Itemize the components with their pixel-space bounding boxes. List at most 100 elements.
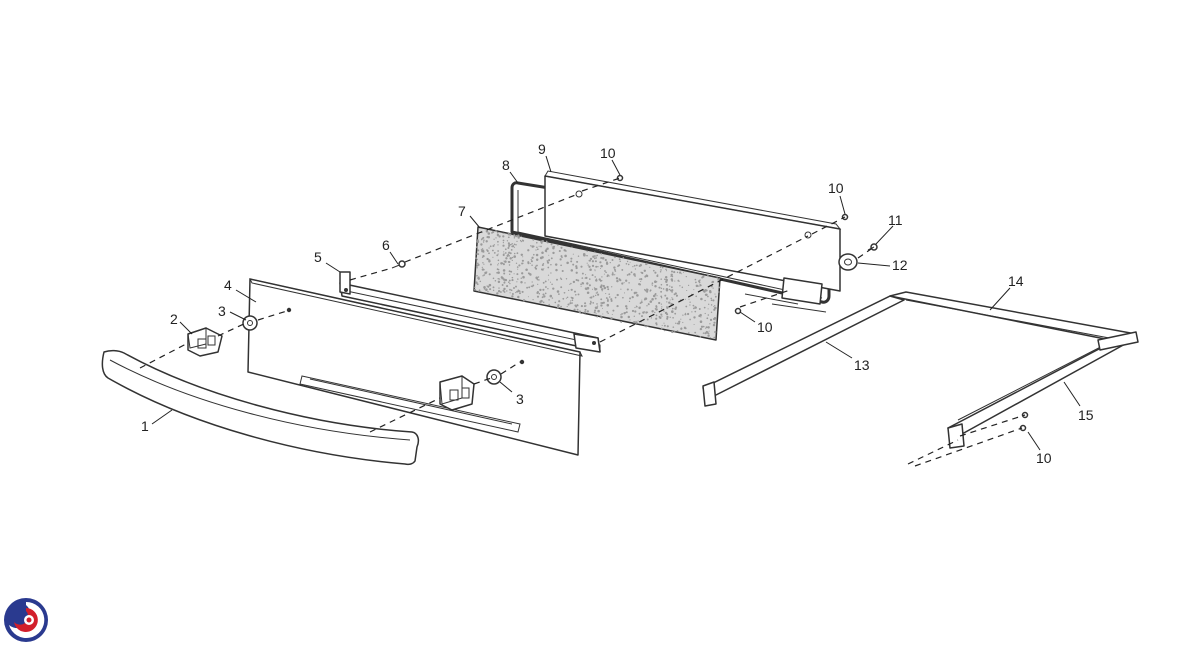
insulation-speck xyxy=(594,251,596,253)
insulation-speck xyxy=(575,278,578,282)
insulation-speck xyxy=(682,271,685,273)
insulation-speck xyxy=(676,271,679,274)
insulation-speck xyxy=(556,278,558,281)
insulation-speck xyxy=(502,242,504,244)
insulation-speck xyxy=(671,307,674,310)
insulation-speck xyxy=(619,260,621,263)
insulation-speck xyxy=(508,245,510,248)
part-screw-10-mid xyxy=(734,307,742,315)
insulation-speck xyxy=(577,293,580,296)
insulation-speck xyxy=(695,281,697,284)
insulation-speck xyxy=(675,322,677,324)
callout-10-top: 10 xyxy=(600,145,616,161)
part-slide-frame xyxy=(702,291,1139,449)
insulation-speck xyxy=(678,320,681,323)
insulation-speck xyxy=(627,315,631,319)
insulation-speck xyxy=(548,259,551,262)
insulation-speck xyxy=(704,312,706,315)
insulation-speck xyxy=(522,299,526,302)
insulation-speck xyxy=(532,298,534,301)
insulation-speck xyxy=(699,335,702,338)
insulation-speck xyxy=(595,292,597,294)
insulation-speck xyxy=(674,330,676,332)
insulation-speck xyxy=(502,235,505,238)
insulation-speck xyxy=(497,244,499,246)
insulation-speck xyxy=(629,261,631,263)
insulation-speck xyxy=(517,234,520,237)
insulation-speck xyxy=(544,286,547,288)
insulation-speck xyxy=(640,277,643,281)
insulation-speck xyxy=(661,324,663,326)
assembly-lines xyxy=(139,177,1026,467)
insulation-speck xyxy=(659,266,662,268)
insulation-speck xyxy=(574,293,577,296)
insulation-speck xyxy=(595,288,598,290)
insulation-speck xyxy=(623,312,626,315)
insulation-speck xyxy=(659,270,662,273)
insulation-speck xyxy=(569,283,571,285)
insulation-speck xyxy=(496,268,499,271)
insulation-speck xyxy=(599,267,602,270)
insulation-speck xyxy=(601,290,603,292)
insulation-speck xyxy=(476,258,478,261)
insulation-speck xyxy=(624,305,628,308)
insulation-speck xyxy=(700,316,702,318)
insulation-speck xyxy=(586,289,588,291)
callout-2: 2 xyxy=(170,311,178,327)
insulation-speck xyxy=(570,282,572,285)
insulation-speck xyxy=(709,323,711,325)
insulation-speck xyxy=(666,317,669,320)
part-right-bracket xyxy=(439,375,475,411)
insulation-speck xyxy=(633,264,636,267)
insulation-speck xyxy=(660,287,663,290)
callout-3-right: 3 xyxy=(516,391,524,407)
insulation-speck xyxy=(511,295,514,298)
part-insulation-pad xyxy=(473,226,721,341)
insulation-speck xyxy=(714,295,717,298)
insulation-speck xyxy=(593,257,596,260)
insulation-speck xyxy=(542,293,545,296)
insulation-speck xyxy=(476,240,480,243)
insulation-speck xyxy=(638,278,641,280)
insulation-speck xyxy=(486,257,489,261)
insulation-speck xyxy=(537,283,539,285)
insulation-speck xyxy=(522,275,525,279)
insulation-speck xyxy=(503,281,506,283)
insulation-speck xyxy=(605,297,608,299)
insulation-speck xyxy=(513,243,516,246)
insulation-speck xyxy=(589,259,591,262)
insulation-speck xyxy=(695,284,699,288)
insulation-speck xyxy=(670,286,673,289)
insulation-speck xyxy=(544,280,547,283)
insulation-speck xyxy=(658,286,661,289)
insulation-speck xyxy=(589,257,593,261)
insulation-speck xyxy=(541,251,544,255)
insulation-speck xyxy=(515,243,517,246)
insulation-speck xyxy=(656,274,659,278)
insulation-speck xyxy=(578,310,582,314)
insulation-speck xyxy=(670,278,674,281)
insulation-speck xyxy=(689,304,691,306)
insulation-speck xyxy=(542,262,545,265)
insulation-speck xyxy=(560,305,562,308)
insulation-speck xyxy=(646,318,649,321)
callout-10-mid: 10 xyxy=(757,319,773,335)
insulation-speck xyxy=(680,318,682,320)
insulation-speck xyxy=(611,313,613,316)
insulation-speck xyxy=(510,244,512,246)
callout-labels: 1 2 3 3 4 5 6 7 8 9 10 10 10 10 11 12 13… xyxy=(141,141,1094,466)
insulation-speck xyxy=(613,266,616,269)
insulation-speck xyxy=(586,255,588,257)
insulation-speck xyxy=(503,272,506,275)
insulation-speck xyxy=(493,252,496,254)
insulation-speck xyxy=(481,268,485,271)
insulation-speck xyxy=(612,309,615,312)
insulation-speck xyxy=(595,255,597,257)
insulation-speck xyxy=(584,308,587,311)
insulation-speck xyxy=(698,281,701,284)
insulation-speck xyxy=(617,265,619,267)
insulation-speck xyxy=(542,301,545,303)
insulation-speck xyxy=(527,261,530,264)
insulation-speck xyxy=(594,309,597,312)
insulation-speck xyxy=(627,263,630,266)
